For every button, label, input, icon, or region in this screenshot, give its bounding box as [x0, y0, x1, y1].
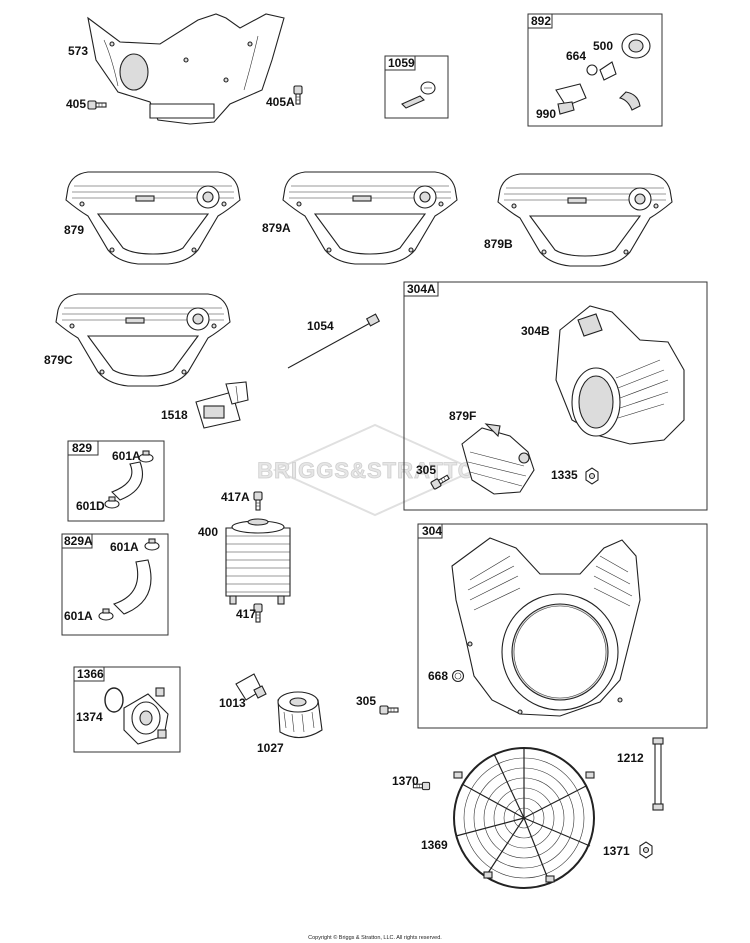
- box-829a: [61, 533, 169, 636]
- box-1366: [73, 666, 181, 753]
- callout-1212: 1212: [617, 751, 644, 765]
- callout-601a-2: 601A: [110, 540, 139, 554]
- callout-405: 405: [66, 97, 86, 111]
- bolt-405a-icon: [293, 85, 303, 105]
- callout-879: 879: [64, 223, 84, 237]
- box-label-829a: 829A: [64, 534, 93, 548]
- blower-housing-304-icon: [451, 537, 641, 717]
- cable-tie-1054-icon: [287, 313, 381, 369]
- adapter-fitting-1013-icon: [235, 673, 267, 701]
- callout-990: 990: [536, 107, 556, 121]
- callout-668: 668: [428, 669, 448, 683]
- connector-1518-icon: [195, 381, 249, 429]
- box-label-304a: 304A: [407, 282, 436, 296]
- screw-1059-icon: [401, 81, 436, 109]
- callout-879c: 879C: [44, 353, 73, 367]
- bolt-305-b-icon: [379, 705, 399, 715]
- callout-879b: 879B: [484, 237, 513, 251]
- nut-1371-icon: [639, 841, 653, 859]
- ignition-switch-icon: [555, 33, 651, 115]
- box-label-1366: 1366: [77, 667, 104, 681]
- rocker-cover-879-icon: [65, 171, 241, 265]
- callout-305-a: 305: [416, 463, 436, 477]
- callout-1518: 1518: [161, 408, 188, 422]
- rocker-cover-879a-icon: [282, 171, 458, 265]
- callout-1027: 1027: [257, 741, 284, 755]
- box-304a: [403, 281, 708, 511]
- callout-1369: 1369: [421, 838, 448, 852]
- baffle-573-icon: [87, 13, 285, 125]
- copyright-text: Copyright © Briggs & Stratton, LLC. All …: [308, 934, 442, 941]
- callout-664: 664: [566, 49, 586, 63]
- callout-1370: 1370: [392, 774, 419, 788]
- callout-500: 500: [593, 39, 613, 53]
- callout-417: 417: [236, 607, 256, 621]
- screw-417a-icon: [253, 491, 263, 511]
- elbow-hose-829-icon: [104, 450, 154, 509]
- box-892: [527, 13, 663, 127]
- blower-housing-304b-icon: [555, 305, 685, 445]
- callout-879f: 879F: [449, 409, 476, 423]
- watermark-logo: BRIGGS&STRATTON: [257, 423, 492, 517]
- callout-1054: 1054: [307, 319, 334, 333]
- box-label-1059: 1059: [388, 56, 415, 70]
- callout-304b: 304B: [521, 324, 550, 338]
- oil-filter-adapter-1366-icon: [104, 687, 169, 745]
- oil-cooler-400-icon: [225, 518, 291, 605]
- oil-filter-1027-icon: [277, 691, 323, 739]
- watermark-text: BRIGGS&STRATTON: [257, 458, 492, 483]
- callout-305-b: 305: [356, 694, 376, 708]
- callout-405a: 405A: [266, 95, 295, 109]
- elbow-hose-829a-icon: [98, 538, 160, 621]
- callout-601a-3: 601A: [64, 609, 93, 623]
- bolt-405-icon: [87, 100, 107, 110]
- seal-668-icon: [451, 669, 465, 683]
- callout-1374: 1374: [76, 710, 103, 724]
- fan-guard-1369-icon: [453, 747, 595, 889]
- callout-417a: 417A: [221, 490, 250, 504]
- box-304: [417, 523, 708, 729]
- box-label-829: 829: [72, 441, 92, 455]
- box-829: [67, 440, 165, 522]
- callout-1371: 1371: [603, 844, 630, 858]
- callout-1013: 1013: [219, 696, 246, 710]
- rocker-cover-879b-icon: [497, 173, 673, 267]
- callout-601a-1: 601A: [112, 449, 141, 463]
- callout-879a: 879A: [262, 221, 291, 235]
- callout-400: 400: [198, 525, 218, 539]
- standoff-stud-1212-icon: [652, 737, 664, 811]
- nut-1335-icon: [585, 467, 599, 485]
- box-label-304: 304: [422, 524, 442, 538]
- box-label-892: 892: [531, 14, 551, 28]
- callout-573: 573: [68, 44, 88, 58]
- rocker-cover-879c-icon: [55, 293, 231, 387]
- callout-601d: 601D: [76, 499, 105, 513]
- rocker-cover-879f-icon: [461, 423, 535, 495]
- callout-1335: 1335: [551, 468, 578, 482]
- box-1059: [384, 55, 449, 119]
